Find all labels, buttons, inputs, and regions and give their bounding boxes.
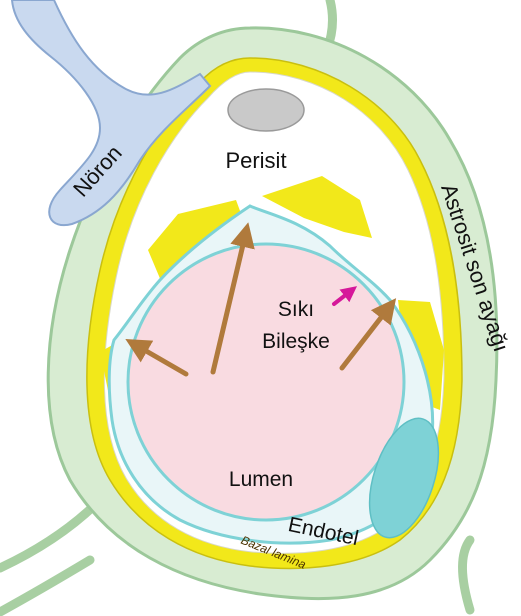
tight-junction-label-line2: Bileşke — [262, 330, 330, 353]
lumen-label: Lumen — [229, 468, 293, 491]
pericyte-nucleus — [228, 89, 304, 131]
tight-junction-label-line1: Sıkı — [278, 298, 314, 321]
pericyte-label: Perisit — [225, 148, 286, 173]
